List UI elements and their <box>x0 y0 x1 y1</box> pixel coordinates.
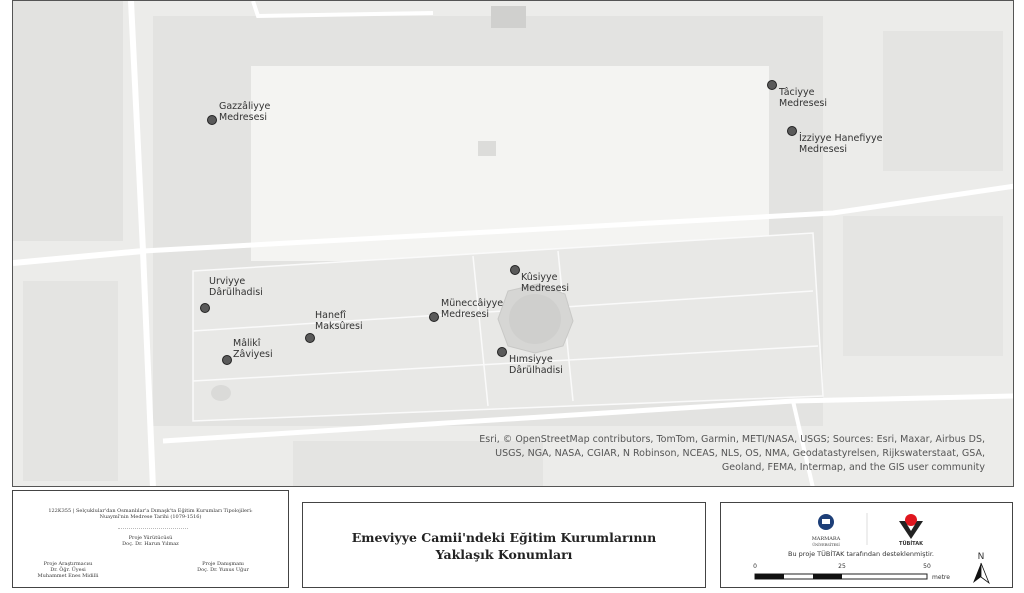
tubitak-logo <box>899 514 923 539</box>
scale-tick: 25 <box>838 563 846 570</box>
map-point-taciyye[interactable] <box>767 80 777 90</box>
map-point-muneccaiyye[interactable] <box>429 312 439 322</box>
map-title-panel: Emeviyye Camii'ndeki Eğitim Kurumlarının… <box>302 502 706 588</box>
map-attribution: Esri, © OpenStreetMap contributors, TomT… <box>479 434 985 473</box>
scale-bar <box>754 573 928 580</box>
map-title: Emeviyye Camii'ndeki Eğitim Kurumlarının… <box>351 530 657 562</box>
map-point-gazzaliyye[interactable] <box>207 115 217 125</box>
north-label: N <box>977 552 985 562</box>
support-text: Bu proje TÜBİTAK tarafından desteklenmiş… <box>788 550 934 558</box>
agency-name: TÜBİTAK <box>899 541 923 547</box>
map-point-izziyye[interactable] <box>787 126 797 136</box>
north-arrow-icon <box>973 562 990 585</box>
scale-tick: 50 <box>923 563 931 570</box>
map-point-himsiyye[interactable] <box>497 347 507 357</box>
map-point-maliki[interactable] <box>222 355 232 365</box>
map-point-kusiyye[interactable] <box>510 265 520 275</box>
basemap <box>13 1 1013 486</box>
project-title: 122K355 | Selçuklular'dan Osmanlılar'a D… <box>48 508 253 520</box>
map-point-hanefi[interactable] <box>305 333 315 343</box>
map-point-urviyye[interactable] <box>200 303 210 313</box>
project-info-panel: 122K355 | Selçuklular'dan Osmanlılar'a D… <box>12 490 289 588</box>
marmara-logo <box>818 514 834 530</box>
scale-unit: metre <box>932 574 950 581</box>
scale-tick: 0 <box>753 563 757 570</box>
